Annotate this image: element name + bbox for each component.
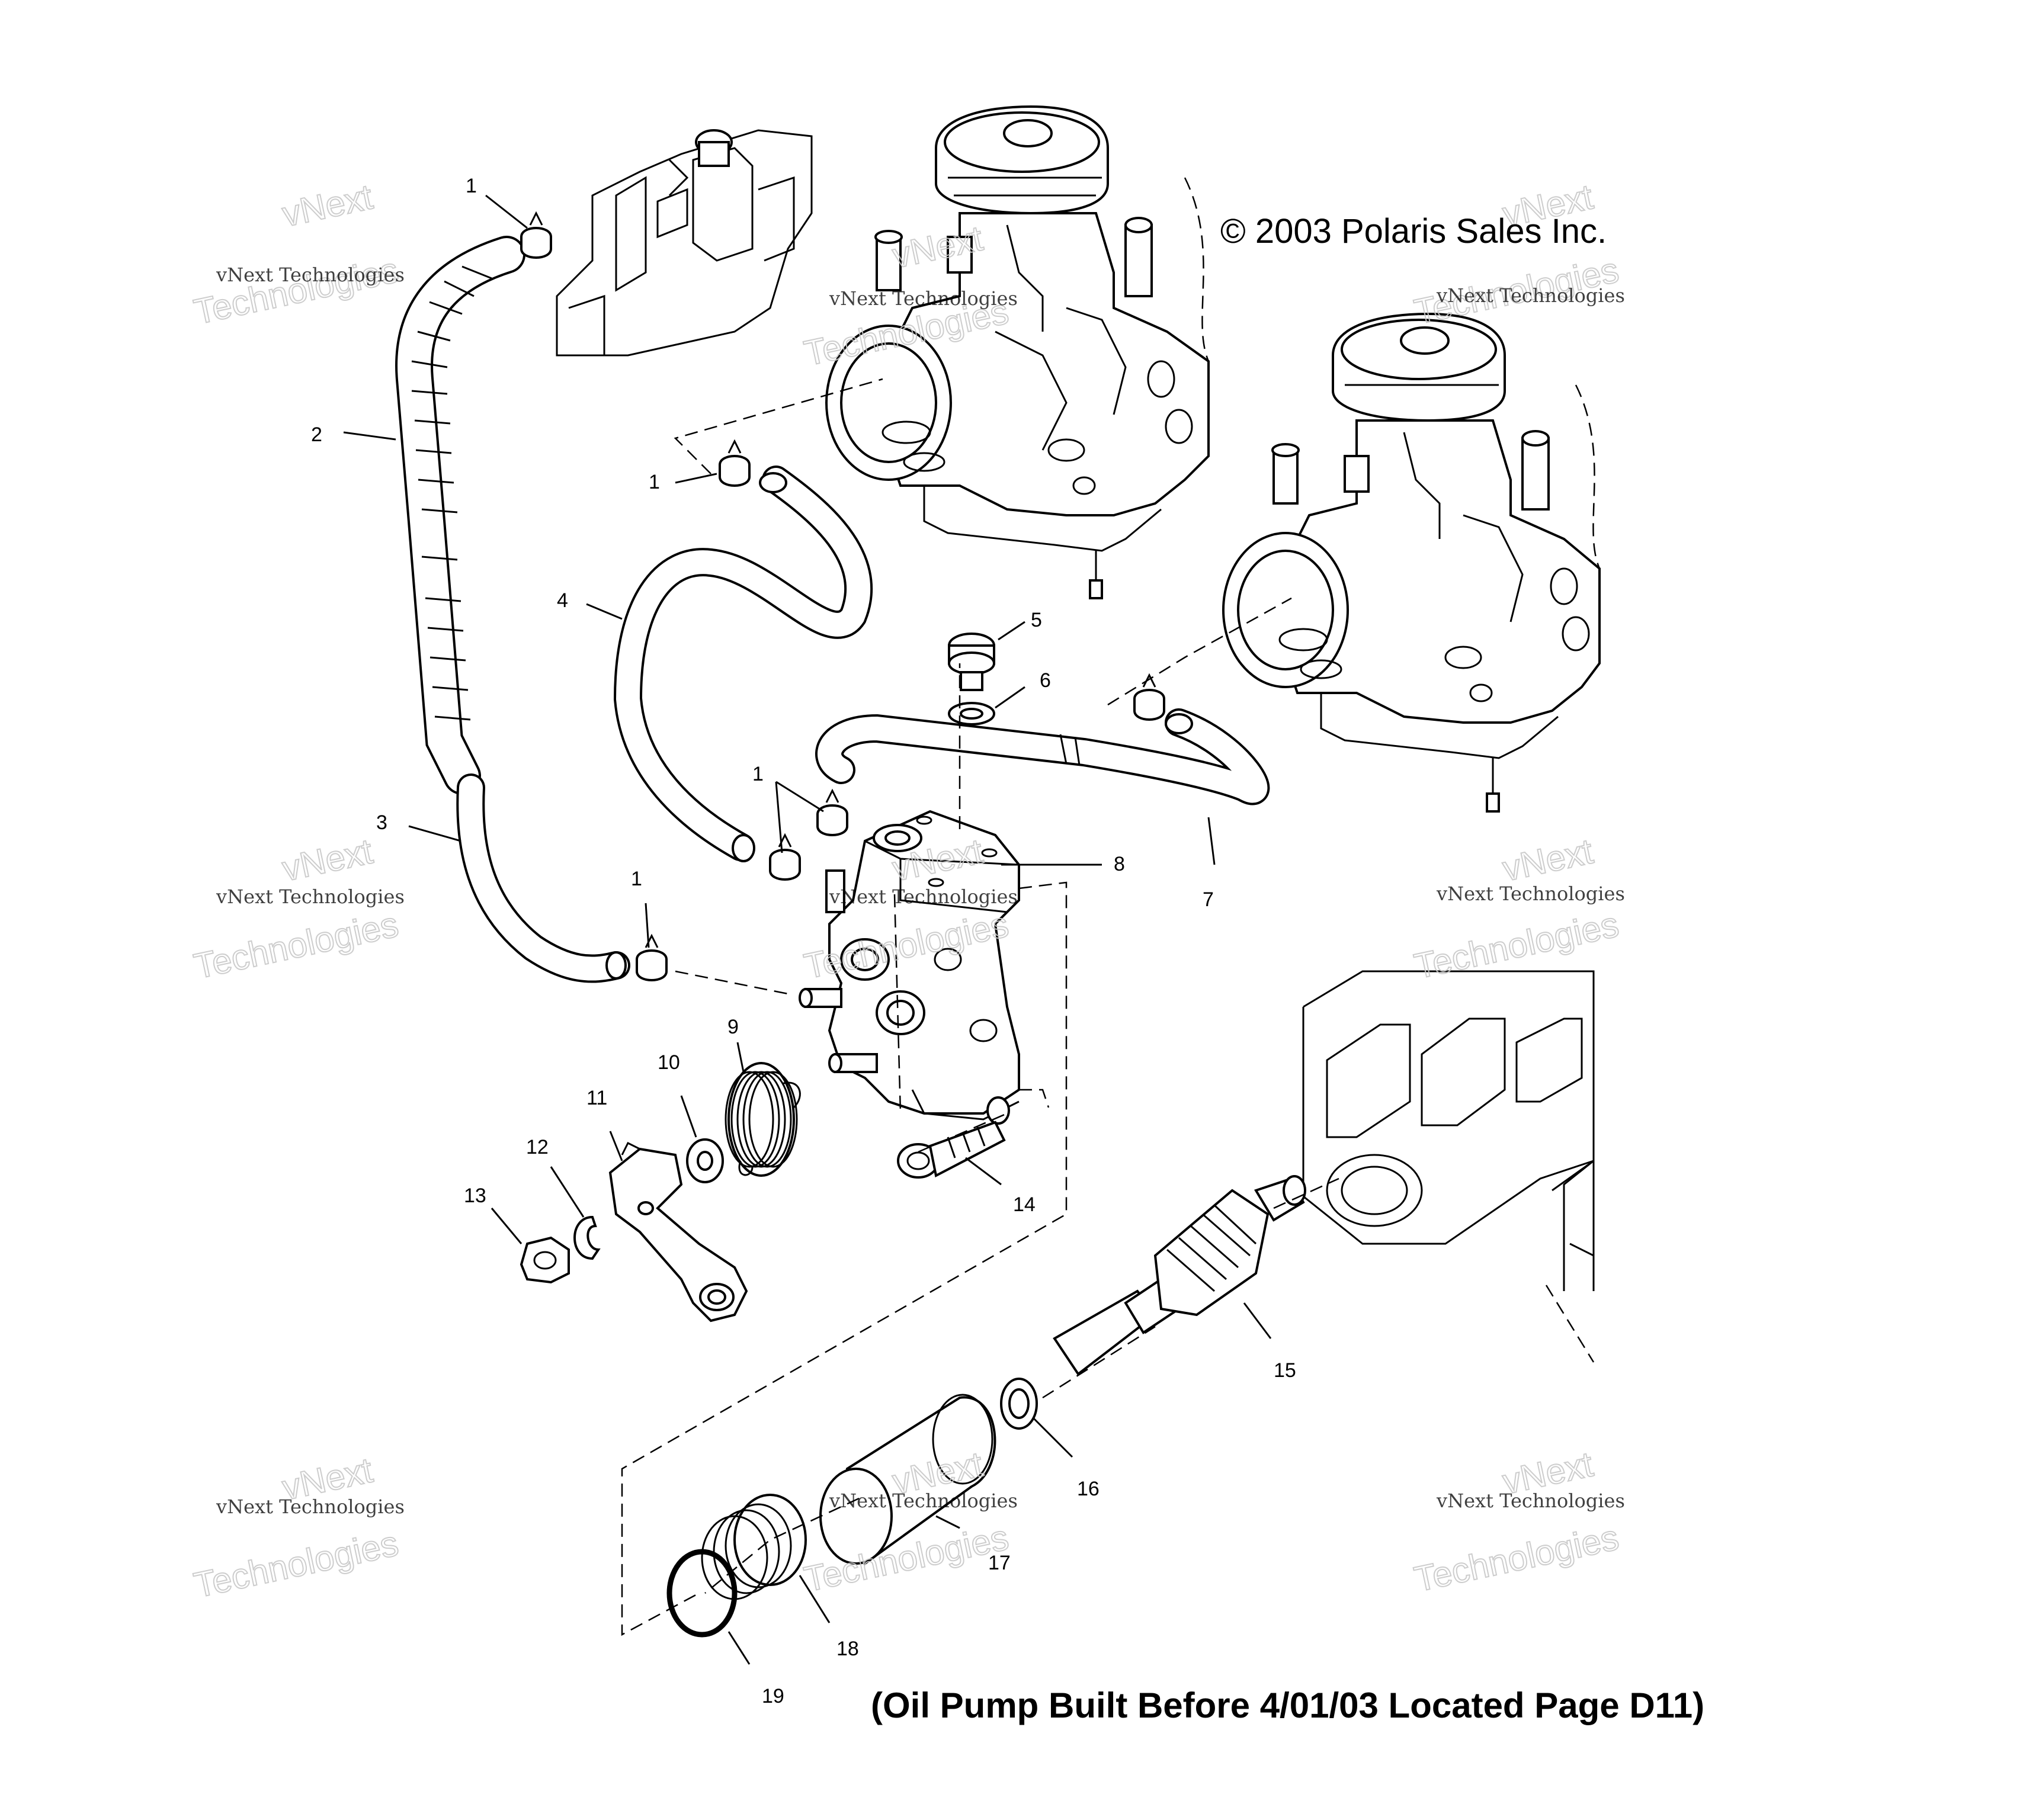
svg-text:vNext Technologies: vNext Technologies xyxy=(829,287,1018,310)
callout-5: 5 xyxy=(1031,609,1042,631)
banjo-bolt xyxy=(948,633,995,691)
svg-text:vNext Technologies: vNext Technologies xyxy=(829,1490,1018,1512)
callout-1: 1 xyxy=(649,471,660,493)
hose-clamp-icon xyxy=(719,439,751,487)
callout-13: 13 xyxy=(464,1185,486,1207)
hose-clamp-icon xyxy=(636,933,668,981)
svg-text:vNext: vNext xyxy=(279,176,376,234)
thrust-washer xyxy=(686,1138,724,1183)
hose-4 xyxy=(613,466,873,862)
callout-18: 18 xyxy=(836,1638,859,1660)
o-ring xyxy=(666,1549,738,1638)
callout-1: 1 xyxy=(466,175,477,197)
engine-cylinder-head xyxy=(556,129,813,357)
callout-4: 4 xyxy=(557,589,568,612)
svg-text:Technologies: Technologies xyxy=(191,250,402,332)
oil-pump xyxy=(799,810,1020,1125)
hose-7 xyxy=(815,708,1270,805)
svg-text:Technologies: Technologies xyxy=(1411,1517,1623,1599)
svg-text:vNext Technologies: vNext Technologies xyxy=(1436,284,1625,307)
callout-2: 2 xyxy=(311,423,322,446)
callout-9: 9 xyxy=(727,1016,739,1038)
svg-text:vNext Technologies: vNext Technologies xyxy=(1436,882,1625,905)
lock-nut xyxy=(520,1236,570,1284)
hose-clamp-icon xyxy=(769,833,801,881)
callout-1: 1 xyxy=(631,868,642,890)
svg-text:vNext: vNext xyxy=(279,831,376,888)
svg-text:vNext Technologies: vNext Technologies xyxy=(216,1495,405,1518)
svg-text:vNext Technologies: vNext Technologies xyxy=(829,885,1018,908)
assembly-lines xyxy=(621,378,1339,1636)
callout-6: 6 xyxy=(1040,669,1051,692)
oil-pump-note: (Oil Pump Built Before 4/01/03 Located P… xyxy=(871,1686,1704,1725)
e-clip xyxy=(573,1215,601,1260)
callout-11: 11 xyxy=(586,1087,607,1109)
compression-spring xyxy=(701,1494,807,1600)
callout-12: 12 xyxy=(526,1136,549,1158)
spiral-wrapped-hose xyxy=(395,236,525,795)
shaft-bushing xyxy=(819,1394,996,1566)
drive-gear-shaft xyxy=(1053,1175,1306,1376)
hose-3 xyxy=(456,773,630,983)
callout-labels: 1 2 1 4 5 6 1 3 8 7 1 9 10 11 12 13 14 1… xyxy=(311,175,1296,1707)
callout-1: 1 xyxy=(752,763,764,785)
callout-leaders xyxy=(343,194,1272,1665)
svg-text:Technologies: Technologies xyxy=(191,904,402,986)
hose-clamp-icon xyxy=(816,788,848,836)
svg-text:vNext Technologies: vNext Technologies xyxy=(216,885,405,908)
callout-3: 3 xyxy=(376,811,387,834)
control-lever xyxy=(608,1141,748,1323)
carburetor-upper xyxy=(825,105,1210,599)
callout-16: 16 xyxy=(1077,1478,1100,1500)
callout-8: 8 xyxy=(1114,853,1125,875)
hose-clamp-icon xyxy=(1133,673,1165,721)
carburetor-lower xyxy=(1222,312,1601,813)
svg-text:Technologies: Technologies xyxy=(191,1523,402,1605)
svg-text:vNext Technologies: vNext Technologies xyxy=(1436,1490,1625,1512)
svg-text:Technologies: Technologies xyxy=(1411,904,1623,986)
callout-15: 15 xyxy=(1274,1359,1296,1382)
copyright-text: © 2003 Polaris Sales Inc. xyxy=(1220,212,1607,251)
svg-text:vNext Technologies: vNext Technologies xyxy=(216,264,405,286)
svg-text:vNext: vNext xyxy=(1499,831,1597,888)
shaft-washer xyxy=(1000,1378,1038,1430)
hose-clamp-icon xyxy=(520,211,552,259)
mounting-screw xyxy=(897,1121,1006,1179)
callout-17: 17 xyxy=(988,1552,1011,1574)
callout-19: 19 xyxy=(762,1685,784,1707)
callout-7: 7 xyxy=(1203,888,1214,911)
return-spring xyxy=(725,1062,801,1177)
sealing-washer xyxy=(948,702,995,726)
callout-14: 14 xyxy=(1013,1193,1036,1216)
callout-10: 10 xyxy=(658,1051,680,1074)
crankcase xyxy=(1302,970,1595,1363)
